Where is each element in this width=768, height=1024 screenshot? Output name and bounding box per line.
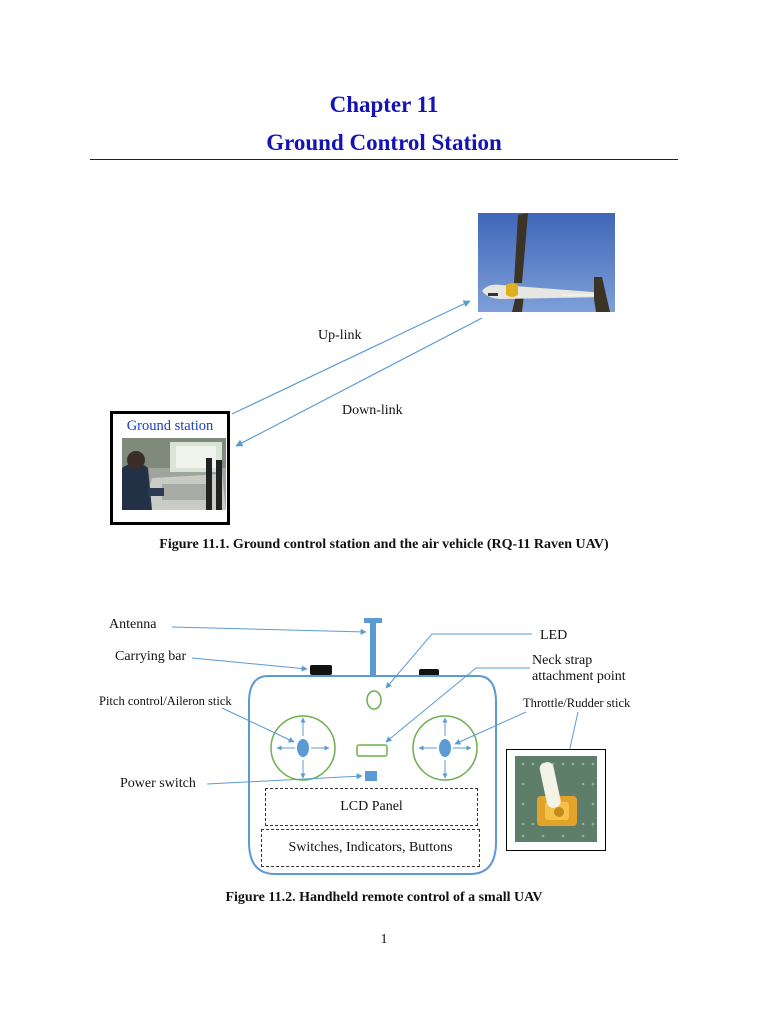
lcd-panel: LCD Panel: [265, 788, 478, 826]
chapter-title: Ground Control Station: [266, 130, 502, 155]
pitch-control-arrow: [221, 707, 295, 743]
carrying-bar-arrow: [191, 657, 308, 672]
downlink-label: Down-link: [342, 403, 403, 418]
antenna-tip: [364, 618, 382, 623]
left-stick: [270, 715, 336, 781]
antenna-arrow: [171, 626, 367, 635]
right-stick: [412, 715, 478, 781]
switches-panel: Switches, Indicators, Buttons: [261, 829, 480, 867]
figure2-caption: Figure 11.2. Handheld remote control of …: [225, 890, 543, 905]
pitch-control-label: Pitch control/Aileron stick: [99, 694, 232, 708]
led-label: LED: [540, 628, 568, 643]
neck-strap-label-1: Neck strap: [532, 653, 593, 668]
throttle-photo-frame: [506, 749, 606, 851]
power-switch: [365, 771, 377, 781]
power-switch-label: Power switch: [120, 776, 196, 791]
page-number: 1: [380, 932, 388, 947]
neck-strap-point: [356, 744, 388, 757]
ground-station-photo: [122, 438, 226, 510]
ground-station-box: Ground station: [110, 411, 230, 525]
antenna-label: Antenna: [109, 617, 157, 632]
uplink-arrow: [231, 300, 471, 415]
led-arrow: [385, 633, 532, 689]
antenna-mast: [370, 621, 376, 677]
neck-strap-arrow: [385, 667, 530, 743]
uplink-label: Up-link: [318, 328, 362, 343]
throttle-arrow: [454, 711, 527, 745]
throttle-label: Throttle/Rudder stick: [523, 696, 631, 710]
title-divider: [90, 159, 678, 160]
led-icon: [366, 690, 382, 710]
throttle-stick-photo: [515, 756, 597, 842]
power-switch-arrow: [206, 773, 363, 785]
carrying-bar-label: Carrying bar: [115, 649, 187, 664]
figure1-caption: Figure 11.1. Ground control station and …: [159, 537, 609, 552]
neck-strap-label-2: attachment point: [532, 669, 626, 684]
uav-photo: [478, 213, 615, 312]
chapter-heading: Chapter 11: [329, 92, 439, 117]
ground-station-label: Ground station: [126, 418, 214, 434]
carrying-bar-left: [310, 665, 332, 675]
downlink-arrow: [235, 317, 483, 447]
